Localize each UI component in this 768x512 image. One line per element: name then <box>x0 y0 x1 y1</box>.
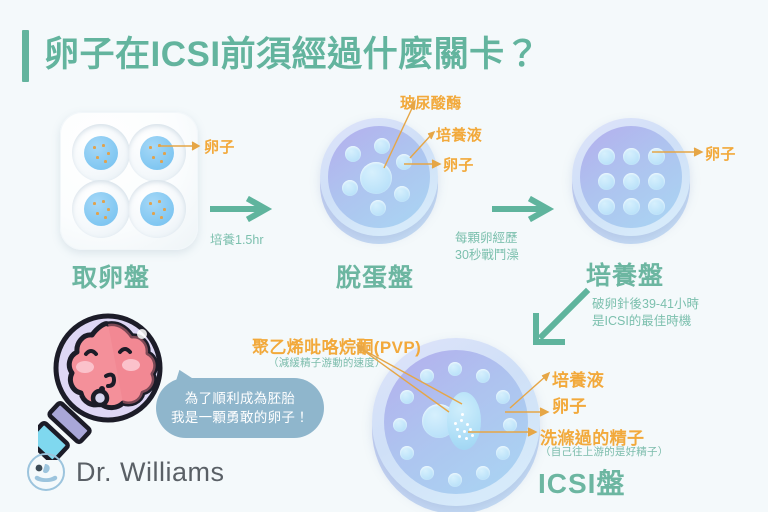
retrieval-dish <box>60 112 198 250</box>
culture-dish-title: 培養盤 <box>586 262 665 290</box>
culture-well <box>623 198 640 215</box>
denudation-label-medium: 培養液 <box>436 127 483 144</box>
icsi-well <box>476 466 490 480</box>
icsi-label-washed-sperm: 洗滌過的精子 <box>540 429 645 448</box>
retrieval-well <box>128 180 186 238</box>
icsi-label-oocyte: 卵子 <box>552 397 587 416</box>
icsi-well <box>393 418 407 432</box>
denudation-well <box>374 138 390 154</box>
culture-dish <box>572 118 690 244</box>
culture-label-oocyte: 卵子 <box>705 146 736 163</box>
oocyte-drop <box>140 192 174 226</box>
denudation-well <box>396 154 412 170</box>
brand-lockup: Dr. Williams <box>26 452 225 492</box>
title-accent-bar <box>22 30 29 82</box>
arrow-transition-1 <box>210 196 273 222</box>
speech-line-2: 我是一顆勇敢的卵子！ <box>171 410 309 425</box>
icsi-dish <box>372 338 540 512</box>
denudation-well <box>342 180 358 196</box>
culture-well <box>648 198 665 215</box>
denudation-well <box>394 186 410 202</box>
denudation-center-well <box>360 162 392 194</box>
culture-well <box>648 148 665 165</box>
denudation-dish-title: 脫蛋盤 <box>336 264 415 292</box>
transition-2-note-line2: 30秒戰鬥澡 <box>455 248 519 262</box>
oocyte-drop <box>140 136 174 170</box>
denudation-well <box>345 146 361 162</box>
icsi-well <box>476 369 490 383</box>
oocyte-drop <box>84 192 118 226</box>
transition-2-note-line1: 每顆卵經歷 <box>455 231 518 245</box>
culture-well <box>598 198 615 215</box>
oocyte-drop <box>84 136 118 170</box>
transition-3-note-line2: 是ICSI的最佳時機 <box>592 314 692 328</box>
icsi-pipette-icon <box>38 388 110 460</box>
icsi-label-pvp-note: （減緩精子游動的速度） <box>268 357 386 369</box>
culture-well <box>623 148 640 165</box>
retrieval-well <box>72 124 130 182</box>
icsi-well <box>503 418 517 432</box>
denudation-label-oocyte: 卵子 <box>443 157 474 174</box>
icsi-well <box>448 362 462 376</box>
mascot-speech-bubble: 為了順利成為胚胎 我是一顆勇敢的卵子！ <box>156 366 324 438</box>
icsi-well <box>496 390 510 404</box>
page-title: 卵子在ICSI前須經過什麼關卡？ <box>44 35 541 74</box>
denudation-dish <box>320 118 438 244</box>
retrieval-dish-title: 取卵盤 <box>72 264 151 292</box>
retrieval-well <box>128 124 186 182</box>
denudation-label-hyaluronidase: 玻尿酸酶 <box>400 95 462 112</box>
speech-bubble-tail <box>170 366 199 388</box>
retrieval-well <box>72 180 130 238</box>
speech-line-1: 為了順利成為胚胎 <box>184 391 296 406</box>
icsi-well <box>420 369 434 383</box>
culture-well <box>598 173 615 190</box>
icsi-sperm-droplet <box>447 392 481 450</box>
culture-well <box>648 173 665 190</box>
culture-well <box>598 148 615 165</box>
arrow-transition-3 <box>533 287 591 345</box>
oocyte-mascot-icon <box>38 313 163 460</box>
transition-3-note-line1: 破卵針後39-41小時 <box>592 297 699 311</box>
arrow-transition-2 <box>492 196 555 222</box>
retrieval-label-oocyte: 卵子 <box>204 139 235 156</box>
icsi-label-washed-sperm-note: （自己往上游的是好精子） <box>540 446 669 458</box>
culture-well <box>623 173 640 190</box>
icsi-well <box>496 446 510 460</box>
denudation-well <box>370 200 386 216</box>
icsi-dish-title: ICSI盤 <box>538 468 626 499</box>
transition-1-note: 培養1.5hr <box>210 233 264 247</box>
icsi-well <box>400 446 414 460</box>
icsi-label-medium: 培養液 <box>552 371 605 390</box>
icsi-well <box>420 466 434 480</box>
icsi-well <box>448 473 462 487</box>
brand-name: Dr. Williams <box>76 456 225 487</box>
doctor-avatar-icon <box>27 453 65 491</box>
icsi-well <box>400 390 414 404</box>
